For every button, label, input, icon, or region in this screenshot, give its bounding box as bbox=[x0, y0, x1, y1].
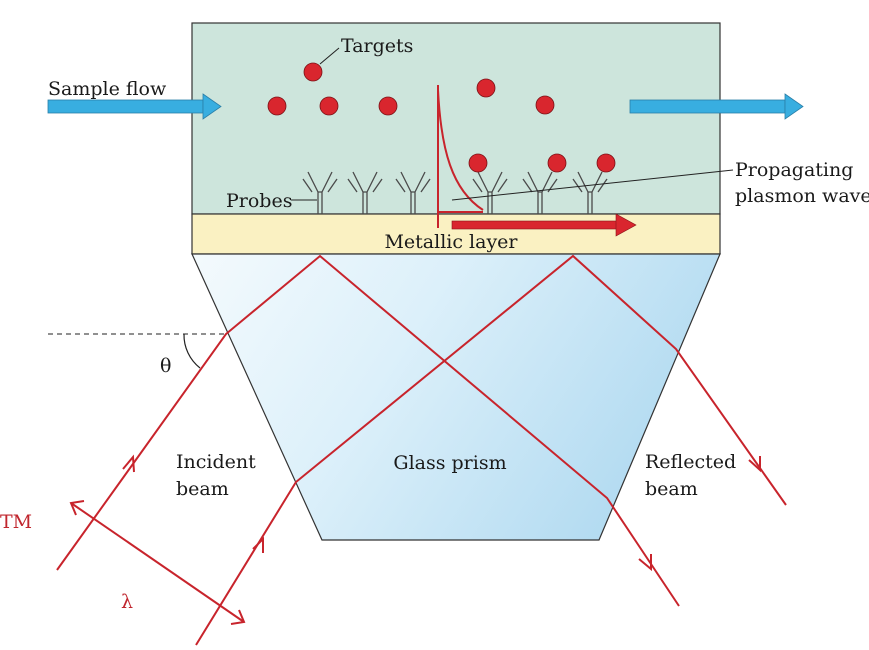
plasmon-leader bbox=[451, 169, 734, 201]
target bbox=[378, 96, 398, 116]
beam-1 bbox=[56, 254, 680, 607]
glass-prism bbox=[191, 253, 721, 541]
outflow-arrow bbox=[629, 93, 804, 120]
probe bbox=[572, 171, 608, 214]
beam-arrowheads bbox=[122, 454, 761, 572]
sample-flow-label: Sample flow bbox=[48, 78, 167, 100]
theta-arc bbox=[183, 333, 201, 369]
propagating-label-line1: Propagating bbox=[735, 159, 853, 181]
propagating-label-line2: plasmon wave bbox=[735, 185, 869, 207]
targets-leader bbox=[319, 47, 340, 65]
bound-target bbox=[468, 153, 488, 173]
beam-2 bbox=[195, 254, 787, 646]
lambda-label: λ bbox=[121, 591, 133, 613]
incident-beam-label-line1: Incident bbox=[176, 451, 256, 473]
target bbox=[476, 78, 496, 98]
tm-label: TM bbox=[0, 511, 32, 533]
probes-label: Probes bbox=[226, 190, 292, 212]
inflow-arrow bbox=[47, 93, 222, 120]
target bbox=[319, 96, 339, 116]
flow-cell bbox=[191, 22, 721, 215]
probe bbox=[395, 171, 431, 214]
target bbox=[303, 62, 323, 82]
probe bbox=[472, 171, 508, 214]
evanescent-field bbox=[437, 85, 484, 228]
bound-targets bbox=[468, 153, 616, 173]
bound-target bbox=[547, 153, 567, 173]
tm-polarization-arrow bbox=[69, 500, 246, 625]
bound-target bbox=[596, 153, 616, 173]
target bbox=[535, 95, 555, 115]
probe bbox=[302, 171, 338, 214]
reflected-beam-label-line1: Reflected bbox=[645, 451, 736, 473]
metallic-layer bbox=[191, 213, 721, 255]
incident-beam-label-line2: beam bbox=[176, 478, 229, 500]
beam-paths bbox=[56, 254, 787, 646]
glass-prism-label: Glass prism bbox=[393, 452, 506, 474]
targets-label: Targets bbox=[341, 35, 413, 57]
free-targets bbox=[267, 62, 555, 116]
target bbox=[267, 96, 287, 116]
metallic-layer-label: Metallic layer bbox=[384, 231, 518, 253]
plasmon-arrow bbox=[451, 213, 637, 237]
theta-label: θ bbox=[160, 355, 171, 377]
probe bbox=[347, 171, 383, 214]
reflected-beam-label-line2: beam bbox=[645, 478, 698, 500]
